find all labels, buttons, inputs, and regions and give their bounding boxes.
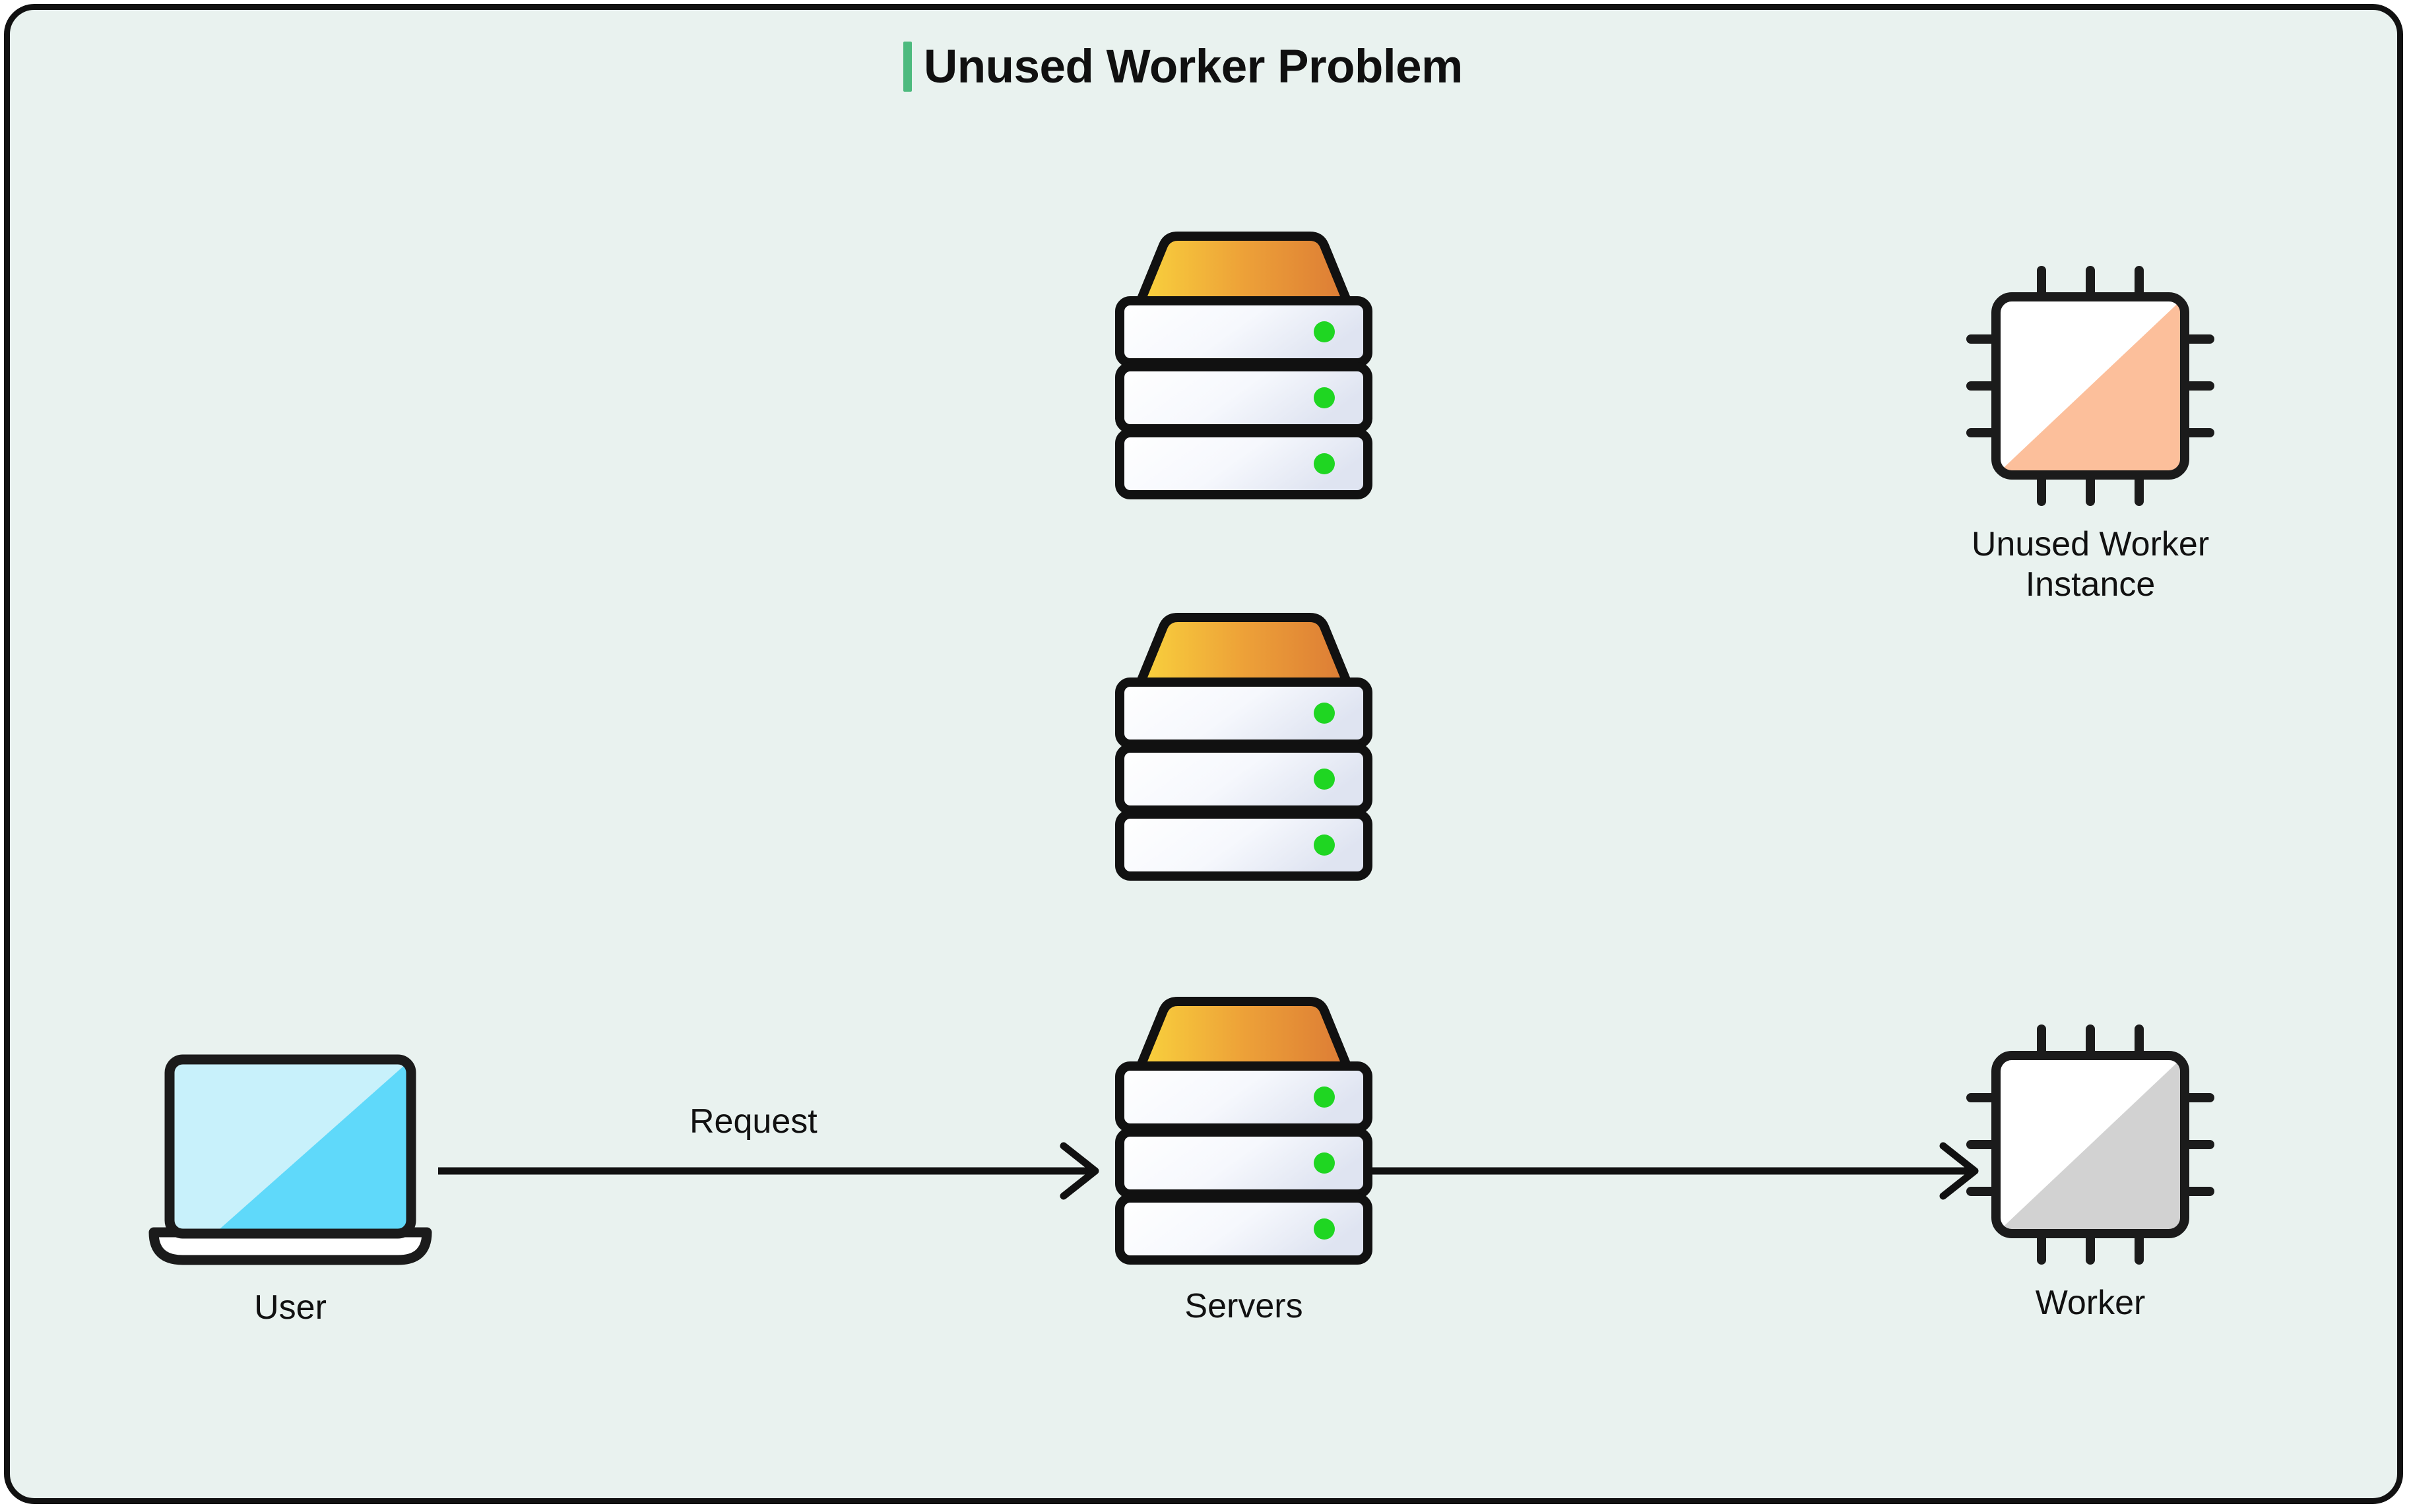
server-status-dot-1: [1314, 1087, 1335, 1108]
chip-fill-triangle: [1996, 297, 2185, 475]
user-label: User: [254, 1288, 327, 1327]
unused-worker-label-line1: Unused Worker: [1971, 525, 2210, 563]
chip-outline: [1991, 1051, 2189, 1238]
server-unit-3: [1115, 1193, 1372, 1265]
edge-user-to-servers: [435, 1131, 1109, 1211]
server-status-dot-2: [1314, 769, 1335, 790]
request-edge-label: Request: [690, 1102, 818, 1141]
server-status-dot-2: [1314, 1152, 1335, 1174]
page-title-text: Unused Worker Problem: [924, 40, 1463, 93]
cpu-chip-icon: [1966, 266, 2214, 506]
laptop-base: [148, 1227, 432, 1265]
arrow-head: [1939, 1142, 1979, 1200]
page-title: Unused Worker Problem: [903, 42, 1463, 92]
server-status-dot-3: [1314, 453, 1335, 474]
title-accent-bar: [903, 42, 912, 92]
user-device[interactable]: User: [135, 1042, 445, 1327]
laptop-screen-highlight: [214, 1059, 411, 1234]
server-top-panel: [1135, 232, 1353, 308]
arrow-head: [1060, 1142, 1099, 1200]
worker-instance[interactable]: Worker: [1962, 1023, 2219, 1322]
server-unit-3: [1115, 428, 1372, 499]
server-top-panel: [1135, 997, 1353, 1073]
server-stack-middle[interactable]: [1112, 612, 1376, 886]
chip-outline: [1991, 292, 2189, 480]
server-status-dot-3: [1314, 835, 1335, 856]
server-stack-top[interactable]: [1112, 231, 1376, 505]
servers-label: Servers: [1184, 1287, 1303, 1325]
cpu-chip-icon: [1966, 1024, 2214, 1265]
server-status-dot-2: [1314, 387, 1335, 408]
server-status-dot-1: [1314, 321, 1335, 342]
arrow-right-icon: [438, 1142, 1099, 1200]
server-unit-3: [1115, 809, 1372, 881]
laptop-screen-outline: [164, 1054, 416, 1239]
server-status-dot-3: [1314, 1218, 1335, 1240]
worker-label: Worker: [2035, 1284, 2146, 1322]
server-stack-icon: [1115, 997, 1372, 1265]
arrow-right-icon: [1370, 1142, 1979, 1200]
server-stack-icon: [1115, 232, 1372, 499]
unused-worker-label-line2: Instance: [2025, 565, 2156, 604]
server-top-panel: [1135, 613, 1353, 689]
laptop-icon: [148, 1054, 432, 1265]
server-status-dot-1: [1314, 703, 1335, 724]
chip-fill-triangle: [1996, 1055, 2185, 1234]
server-stack-icon: [1115, 613, 1372, 881]
diagram-canvas: Unused Worker Problem: [4, 4, 2403, 1504]
edge-servers-to-worker: [1368, 1131, 1988, 1211]
server-stack-bottom[interactable]: Servers: [1112, 996, 1376, 1325]
